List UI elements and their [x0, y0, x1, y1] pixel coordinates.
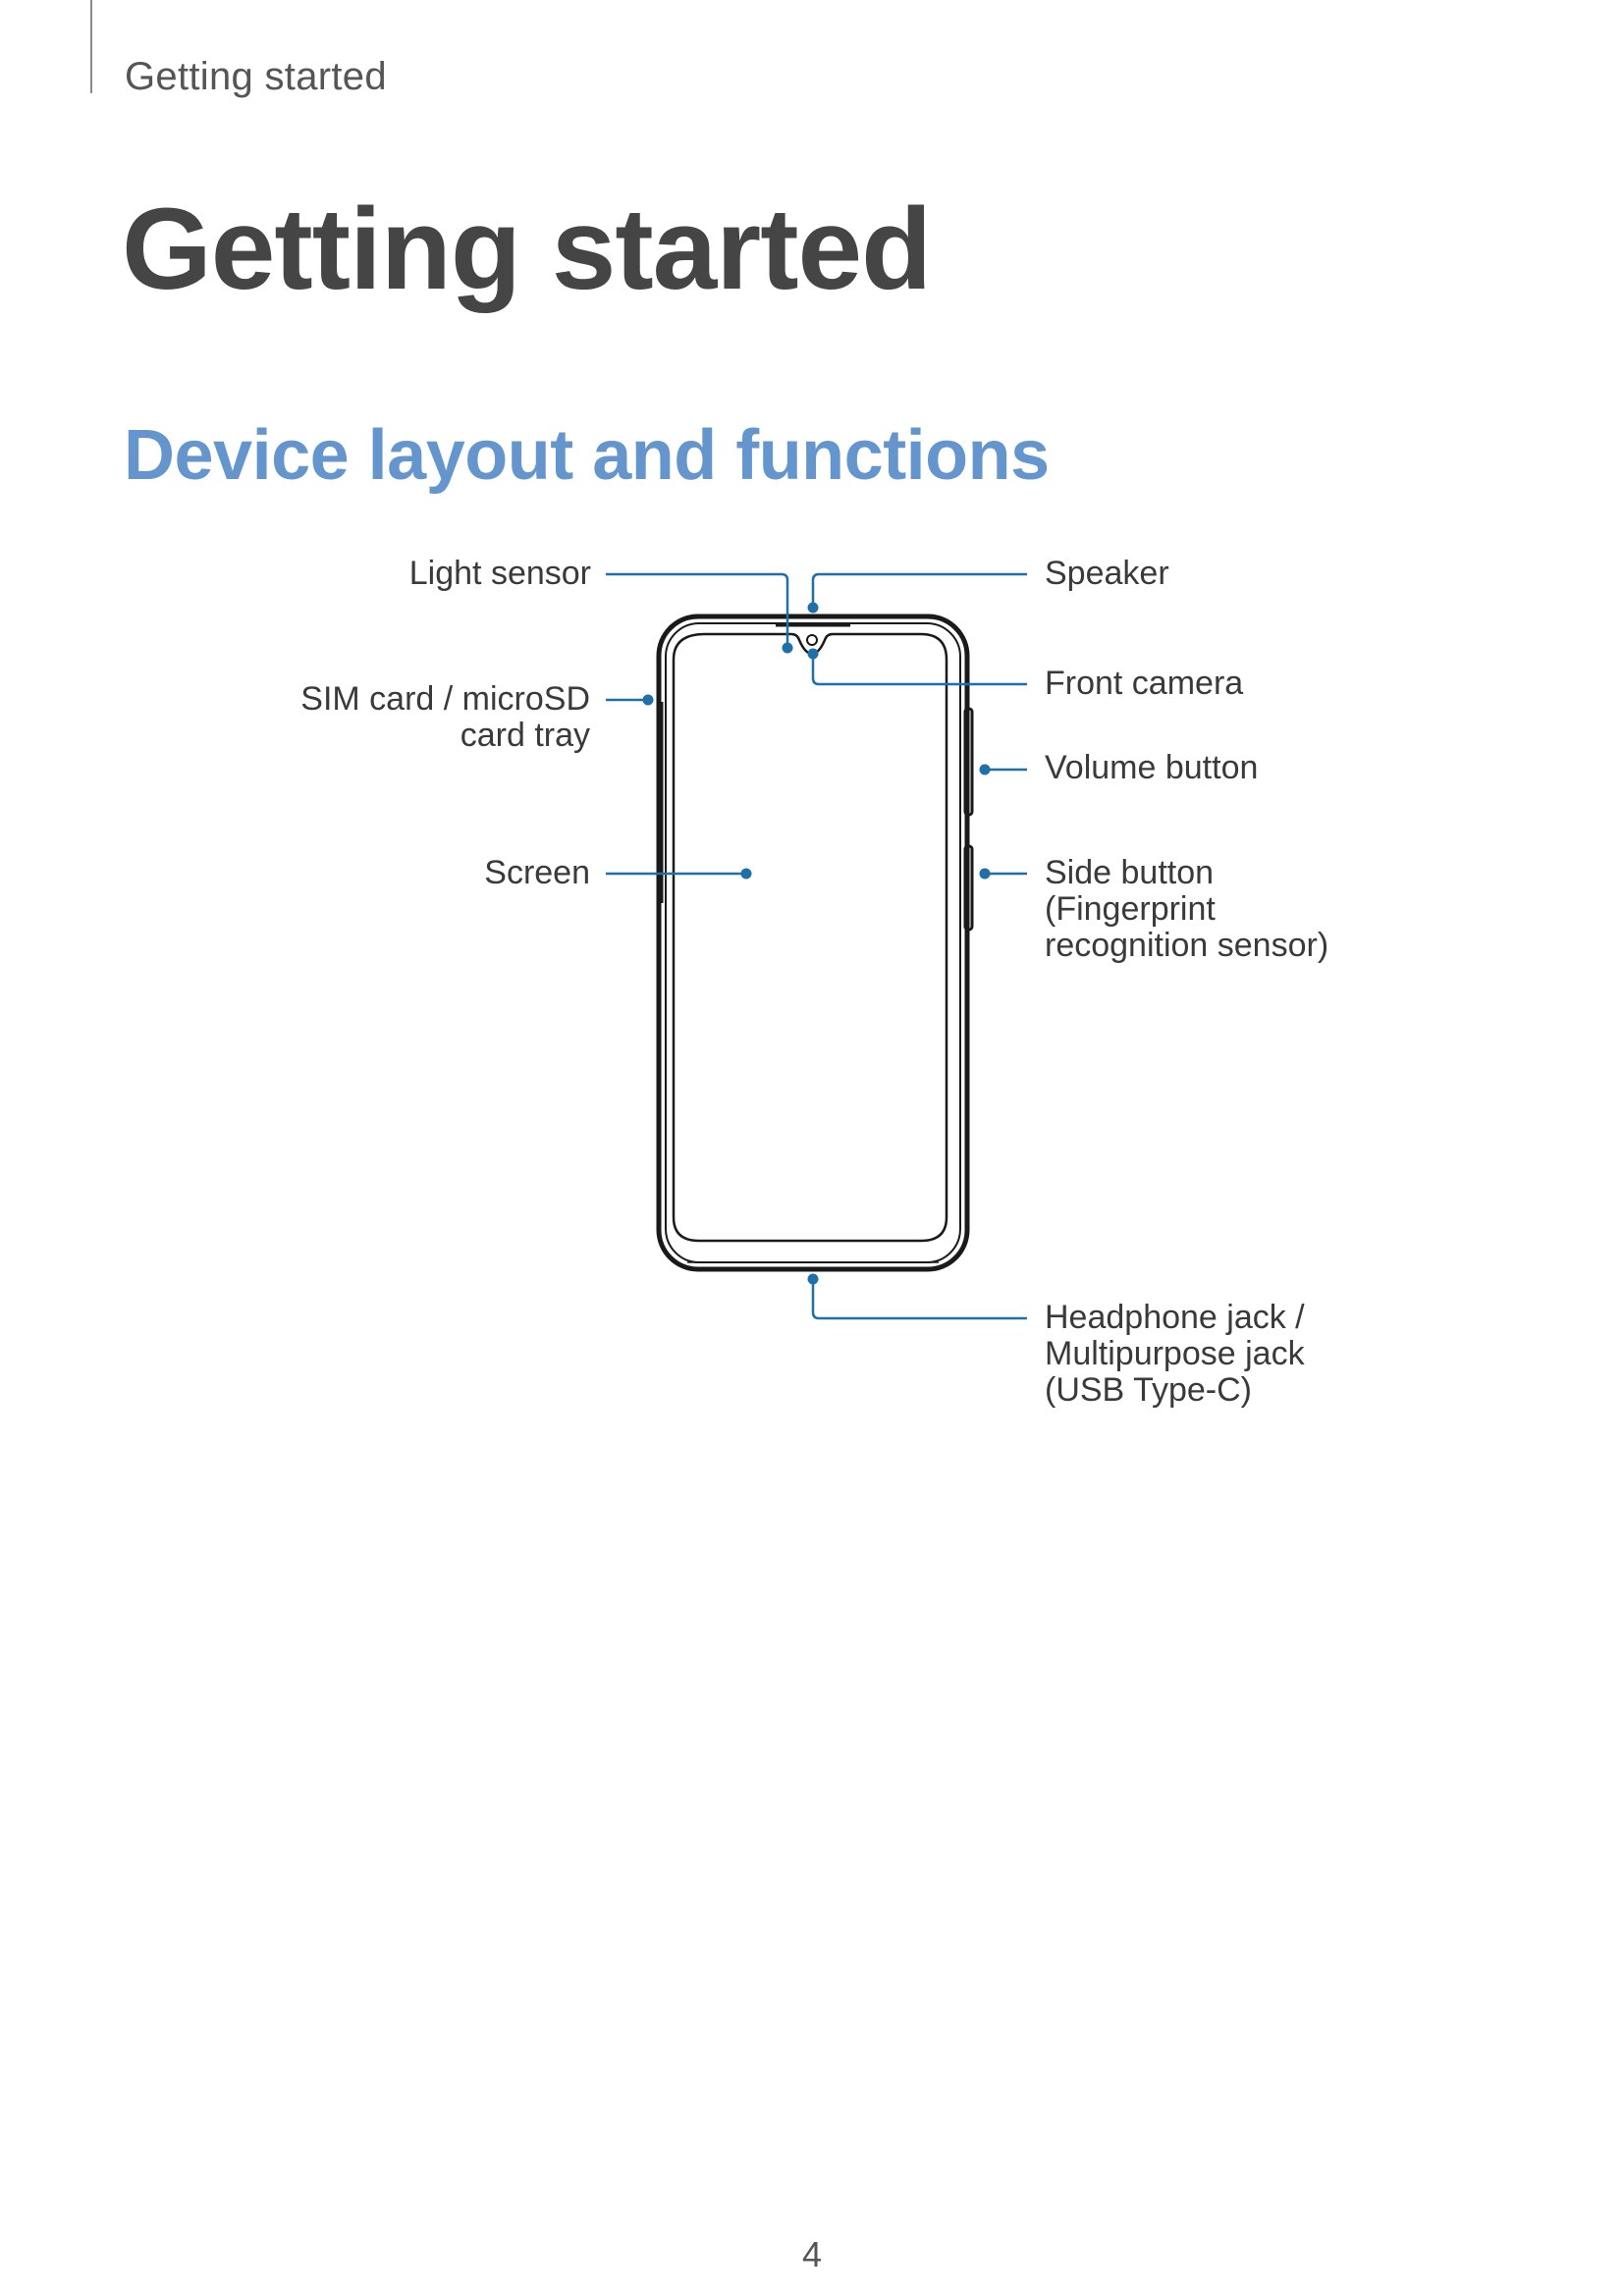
volume-key: [963, 707, 974, 817]
callout-headphone-line3: (USB Type-C): [1045, 1371, 1252, 1409]
callout-headphone-line2: Multipurpose jack: [1045, 1335, 1305, 1372]
phone-outline: [656, 614, 974, 1272]
page-title: Getting started: [122, 185, 932, 314]
callout-volume-button-text: Volume button: [1045, 749, 1259, 786]
light-sensor-dot: [782, 642, 793, 654]
callout-front-camera-text: Front camera: [1045, 665, 1244, 702]
callout-light-sensor: Light sensor: [409, 556, 591, 592]
headphone-dot: [807, 1273, 819, 1285]
side-key: [963, 844, 974, 932]
phone-body-inner: [665, 622, 961, 1263]
callout-sim-tray: SIM card / microSD card tray: [300, 681, 590, 754]
callout-screen: Screen: [484, 855, 590, 891]
light-sensor-leader: [606, 572, 789, 648]
callout-side-button-line1: Side button: [1045, 854, 1215, 891]
phone-body-outer: [656, 614, 970, 1272]
callout-speaker-text: Speaker: [1045, 555, 1169, 592]
callout-sim-tray-line1: SIM card / microSD: [300, 680, 590, 718]
volume-dot: [979, 764, 991, 775]
callout-headphone-jack: Headphone jack / Multipurpose jack (USB …: [1045, 1300, 1305, 1409]
callout-side-button-line3: recognition sensor): [1045, 927, 1329, 964]
page-number: 4: [801, 2234, 823, 2274]
side-button-dot: [979, 868, 991, 880]
speaker-dot: [807, 602, 819, 614]
front-camera-leader: [811, 654, 1027, 686]
callout-headphone-line1: Headphone jack /: [1045, 1299, 1305, 1336]
running-header: Getting started: [125, 55, 387, 98]
headphone-leader: [811, 1279, 1027, 1320]
front-camera-lens: [806, 634, 818, 646]
screen-outline: [672, 632, 948, 1243]
speaker-leader: [811, 572, 1027, 607]
callout-side-button-line2: (Fingerprint: [1045, 890, 1216, 928]
callout-lines: [606, 572, 1027, 1320]
sim-tray-dot: [642, 694, 654, 706]
section-title: Device layout and functions: [124, 416, 1050, 495]
callout-front-camera: Front camera: [1045, 666, 1243, 702]
callout-side-button: Side button (Fingerprint recognition sen…: [1045, 855, 1328, 964]
callout-speaker: Speaker: [1045, 556, 1169, 592]
header-rule: [90, 0, 92, 93]
front-camera-dot: [807, 648, 819, 660]
callout-dots: [642, 602, 991, 1285]
callout-light-sensor-text: Light sensor: [408, 555, 591, 592]
callout-volume-button: Volume button: [1045, 750, 1258, 786]
callout-sim-tray-line2: card tray: [460, 717, 590, 754]
screen-dot: [740, 868, 752, 880]
callout-screen-text: Screen: [484, 854, 590, 891]
